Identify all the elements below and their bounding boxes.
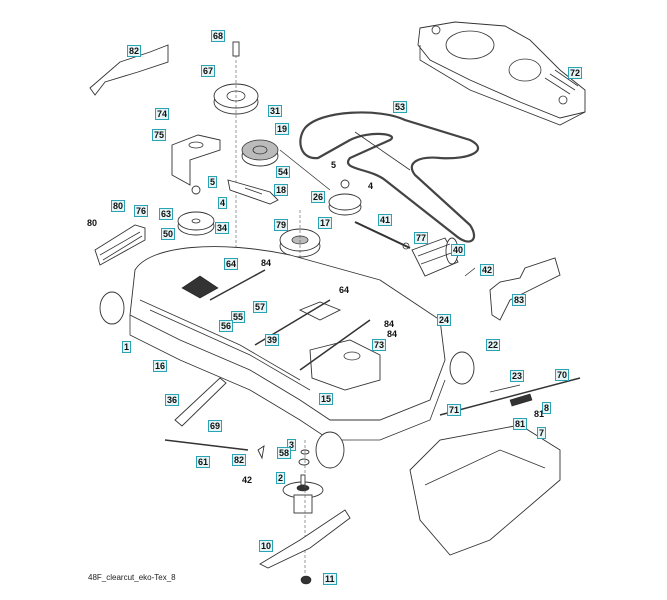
callout-81: 81	[513, 418, 528, 430]
lift-link-part	[174, 377, 227, 427]
callout-15: 15	[319, 393, 334, 405]
callout-57: 57	[253, 301, 268, 313]
callout-31: 31	[268, 105, 283, 117]
callout-58: 58	[277, 447, 292, 459]
callout-79: 79	[274, 219, 289, 231]
callout-75: 75	[152, 129, 167, 141]
blade-spindle-part	[282, 440, 324, 575]
callout-1: 1	[122, 341, 132, 353]
callout-5: 5	[208, 176, 218, 188]
callout-42: 42	[480, 264, 495, 276]
callout-63: 63	[159, 208, 174, 220]
mower-deck-part	[99, 246, 475, 469]
callout-83: 83	[512, 294, 527, 306]
callout-70: 70	[555, 369, 570, 381]
spindle-pulley-part	[177, 179, 362, 236]
callout-80: 80	[111, 200, 126, 212]
callout-84: 84	[387, 329, 398, 339]
drive-belt-part	[279, 111, 479, 243]
callout-84: 84	[261, 258, 272, 268]
callout-74: 74	[155, 108, 170, 120]
callout-2: 2	[276, 472, 286, 484]
callout-24: 24	[437, 314, 452, 326]
callout-55: 55	[231, 311, 246, 323]
callout-7: 7	[537, 427, 547, 439]
discharge-chute-part	[409, 424, 561, 556]
callout-8: 8	[542, 402, 552, 414]
side-guard-part	[489, 257, 561, 321]
callout-4: 4	[218, 197, 228, 209]
callout-3: 3	[287, 439, 297, 451]
callout-71: 71	[447, 404, 462, 416]
flat-idler-part	[241, 139, 279, 167]
callout-4: 4	[368, 181, 374, 191]
callout-77: 77	[414, 232, 429, 244]
callout-22: 22	[486, 339, 501, 351]
callout-68: 68	[211, 30, 226, 42]
callout-72: 72	[568, 67, 583, 79]
callout-64: 64	[339, 285, 350, 295]
callout-39: 39	[265, 334, 280, 346]
callout-50: 50	[161, 228, 176, 240]
callout-11: 11	[323, 573, 337, 585]
callout-40: 40	[451, 244, 466, 256]
callout-76: 76	[134, 205, 149, 217]
callout-67: 67	[201, 65, 216, 77]
callout-54: 54	[276, 166, 291, 178]
callout-23: 23	[510, 370, 525, 382]
callout-61: 61	[196, 456, 211, 468]
baffle-part	[94, 224, 146, 266]
callout-10: 10	[259, 540, 274, 552]
callout-36: 36	[165, 394, 180, 406]
height-rod-part	[164, 439, 265, 460]
callout-41: 41	[378, 214, 393, 226]
callout-18: 18	[274, 184, 289, 196]
callout-53: 53	[393, 101, 408, 113]
mower-blade-part	[259, 509, 351, 585]
callout-73: 73	[372, 339, 387, 351]
callout-80: 80	[87, 218, 98, 228]
diagram-caption: 48F_clearcut_eko-Tex_8	[88, 573, 176, 582]
callout-19: 19	[275, 123, 290, 135]
callout-84: 84	[384, 319, 395, 329]
callout-17: 17	[318, 217, 333, 229]
mount-bracket-part	[171, 134, 221, 186]
callout-82: 82	[127, 45, 142, 57]
callout-82: 82	[232, 454, 247, 466]
callout-64: 64	[224, 258, 239, 270]
chute-rod-part	[439, 377, 581, 416]
callout-42: 42	[242, 475, 253, 485]
belt-cover-part	[417, 21, 586, 126]
callout-81: 81	[534, 409, 545, 419]
callout-26: 26	[311, 191, 326, 203]
callout-69: 69	[208, 420, 223, 432]
deflector-bracket-part	[89, 44, 169, 96]
idler-pulley-part	[213, 41, 259, 360]
callout-16: 16	[153, 360, 168, 372]
callout-34: 34	[215, 222, 230, 234]
idler-pulley-17-part	[279, 210, 321, 340]
idler-arm-part	[227, 179, 279, 205]
callout-56: 56	[219, 320, 234, 332]
callout-5: 5	[331, 160, 337, 170]
